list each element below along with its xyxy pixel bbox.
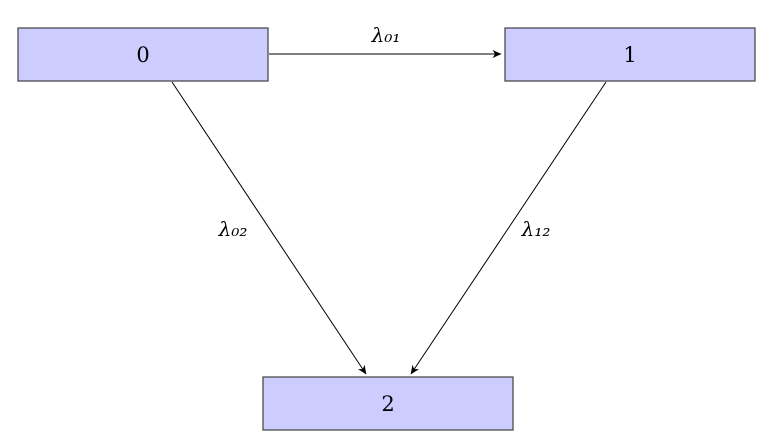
transition-label-0-1: λ₀₁ bbox=[371, 23, 401, 47]
state-node-2: 2 bbox=[262, 376, 514, 431]
state-node-1: 1 bbox=[504, 27, 756, 82]
transition-arrow-0-2 bbox=[171, 81, 367, 375]
transition-label-1-2: λ₁₂ bbox=[521, 217, 551, 241]
state-box-1 bbox=[504, 27, 756, 82]
state-label-0: 0 bbox=[136, 43, 149, 67]
transition-label-0-2: λ₀₂ bbox=[218, 217, 248, 241]
state-label-1: 1 bbox=[623, 43, 636, 67]
state-box-2 bbox=[262, 376, 514, 431]
transition-arrow-1-2 bbox=[410, 81, 607, 375]
state-label-2: 2 bbox=[381, 392, 394, 416]
state-node-0: 0 bbox=[17, 27, 269, 82]
state-box-0 bbox=[17, 27, 269, 82]
